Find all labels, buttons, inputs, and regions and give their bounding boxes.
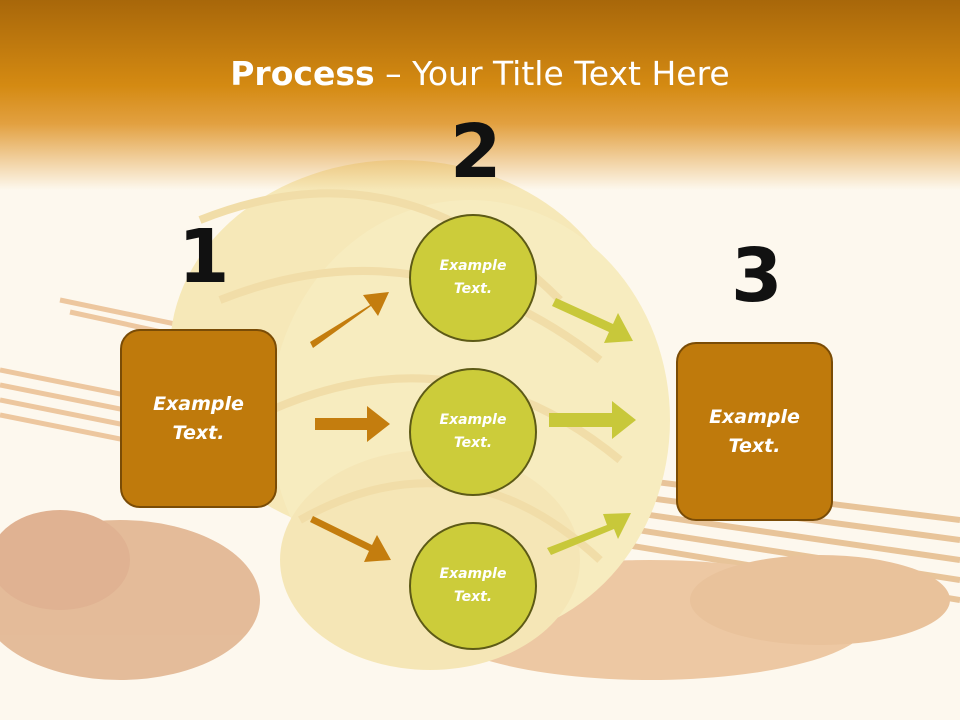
- step-1-box: Example Text.: [120, 329, 277, 508]
- arrow-right-bottom: [547, 513, 631, 555]
- step-2-circle-middle: Example Text.: [409, 368, 537, 496]
- step-2-circle-top: Example Text.: [409, 214, 537, 342]
- step-number-3: 3: [731, 233, 783, 319]
- arrow-left-middle: [315, 406, 390, 442]
- step-number-1: 1: [178, 214, 230, 300]
- slide-title: Process – Your Title Text Here: [0, 52, 960, 96]
- title-rest: – Your Title Text Here: [374, 54, 730, 93]
- arrow-right-top: [552, 298, 633, 343]
- step-3-box: Example Text.: [676, 342, 833, 521]
- title-bold: Process: [230, 54, 375, 93]
- header-band: [0, 0, 960, 190]
- step-2-circle-bottom: Example Text.: [409, 522, 537, 650]
- arrow-right-middle: [549, 401, 636, 439]
- arrow-left-bottom: [310, 516, 391, 562]
- arrow-left-top: [310, 292, 389, 348]
- step-number-2: 2: [450, 109, 502, 195]
